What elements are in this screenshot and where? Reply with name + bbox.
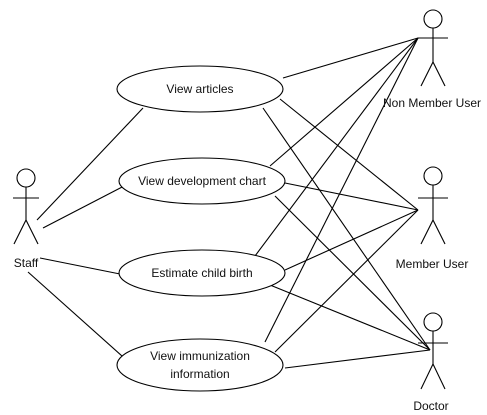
association-lines (27, 37, 431, 369)
assoc-member-view-immunization (274, 209, 419, 353)
use-case-label: Estimate child birth (151, 266, 252, 280)
assoc-doctor-view-articles (262, 107, 431, 351)
use-case-view-articles: View articles (116, 65, 284, 113)
assoc-member-view-articles (279, 98, 419, 211)
actor-staff: Staff (13, 168, 39, 270)
actor-member-user: Member User (396, 166, 469, 271)
actor-label: Doctor (413, 399, 448, 413)
use-case-view-immunization-information: View immunization information (116, 338, 284, 392)
use-case-estimate-child-birth: Estimate child birth (118, 249, 286, 297)
use-case-ellipse (116, 338, 284, 392)
assoc-staff-view-articles (36, 107, 144, 221)
assoc-doctor-view-development-chart (274, 195, 431, 351)
use-case-ellipse (118, 157, 286, 205)
actor-non-member-user: Non Member User (383, 9, 481, 110)
assoc-nonmember-view-development-chart (269, 37, 419, 167)
assoc-staff-view-immunization (27, 271, 133, 366)
actor-label: Member User (396, 257, 469, 271)
stick-figure-icon (418, 9, 448, 87)
assoc-nonmember-estimate-child-birth (254, 37, 419, 257)
assoc-doctor-view-immunization (284, 349, 431, 369)
actor-label: Staff (14, 256, 39, 270)
use-case-label-line-1: View immunization (150, 349, 250, 363)
stick-figure-icon (418, 312, 448, 390)
assoc-doctor-estimate-child-birth (269, 284, 431, 351)
use-case-label: View articles (166, 82, 233, 96)
use-case-label: View development chart (138, 174, 267, 188)
assoc-nonmember-view-articles (282, 37, 419, 79)
actor-doctor: Doctor (413, 312, 449, 413)
assoc-member-estimate-child-birth (284, 209, 419, 271)
use-case-view-development-chart: View development chart (118, 157, 286, 205)
use-case-ellipse (116, 65, 284, 113)
assoc-staff-view-development-chart (42, 184, 127, 229)
assoc-member-view-development-chart (284, 182, 419, 211)
assoc-staff-estimate-child-birth (39, 257, 121, 275)
assoc-nonmember-view-immunization (264, 37, 419, 343)
stick-figure-icon (13, 168, 39, 245)
stick-figure-icon (418, 166, 448, 245)
use-case-ellipse (118, 249, 286, 297)
actor-label: Non Member User (383, 96, 481, 110)
use-case-label-line-2: information (170, 367, 229, 381)
